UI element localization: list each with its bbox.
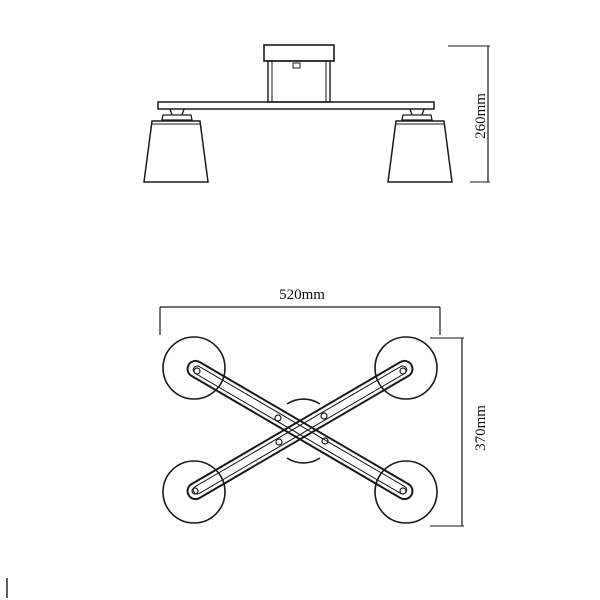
depth-dimension-label: 370mm xyxy=(473,405,489,451)
side-view: 260mm xyxy=(143,44,490,183)
lamp-right-shade xyxy=(387,120,453,183)
lamp-screw-top-right xyxy=(399,367,407,375)
lamp-disc-top-left xyxy=(162,336,226,400)
horizontal-bar xyxy=(157,101,435,110)
lamp-disc-top-right xyxy=(374,336,438,400)
arm-diagonal-b xyxy=(186,359,414,501)
lamp-screw-top-left xyxy=(193,367,201,375)
lamp-disc-bottom-left xyxy=(162,460,226,524)
lamp-left xyxy=(143,108,209,183)
lamp-left-holder xyxy=(161,108,193,121)
top-view: 520mm 370mm xyxy=(159,287,489,527)
depth-dimension: 370mm xyxy=(430,337,489,527)
arm-diagonal-a xyxy=(186,359,414,501)
lamp-screw-bottom-left xyxy=(191,487,199,495)
width-dimension: 520mm xyxy=(159,287,441,335)
height-dimension-label: 260mm xyxy=(473,93,489,139)
center-canopy xyxy=(286,398,321,464)
canopy-switch xyxy=(292,62,301,69)
lamp-screw-bottom-right xyxy=(399,487,407,495)
width-dimension-label: 520mm xyxy=(279,287,325,303)
center-mount-screws xyxy=(274,412,329,446)
lamp-left-shade xyxy=(143,120,209,183)
canopy-box xyxy=(263,44,335,62)
lamp-right-holder xyxy=(401,108,433,121)
lamp-disc-bottom-right xyxy=(374,460,438,524)
lamp-right xyxy=(387,108,453,183)
canopy-supports xyxy=(267,60,331,103)
height-dimension: 260mm xyxy=(448,45,490,183)
